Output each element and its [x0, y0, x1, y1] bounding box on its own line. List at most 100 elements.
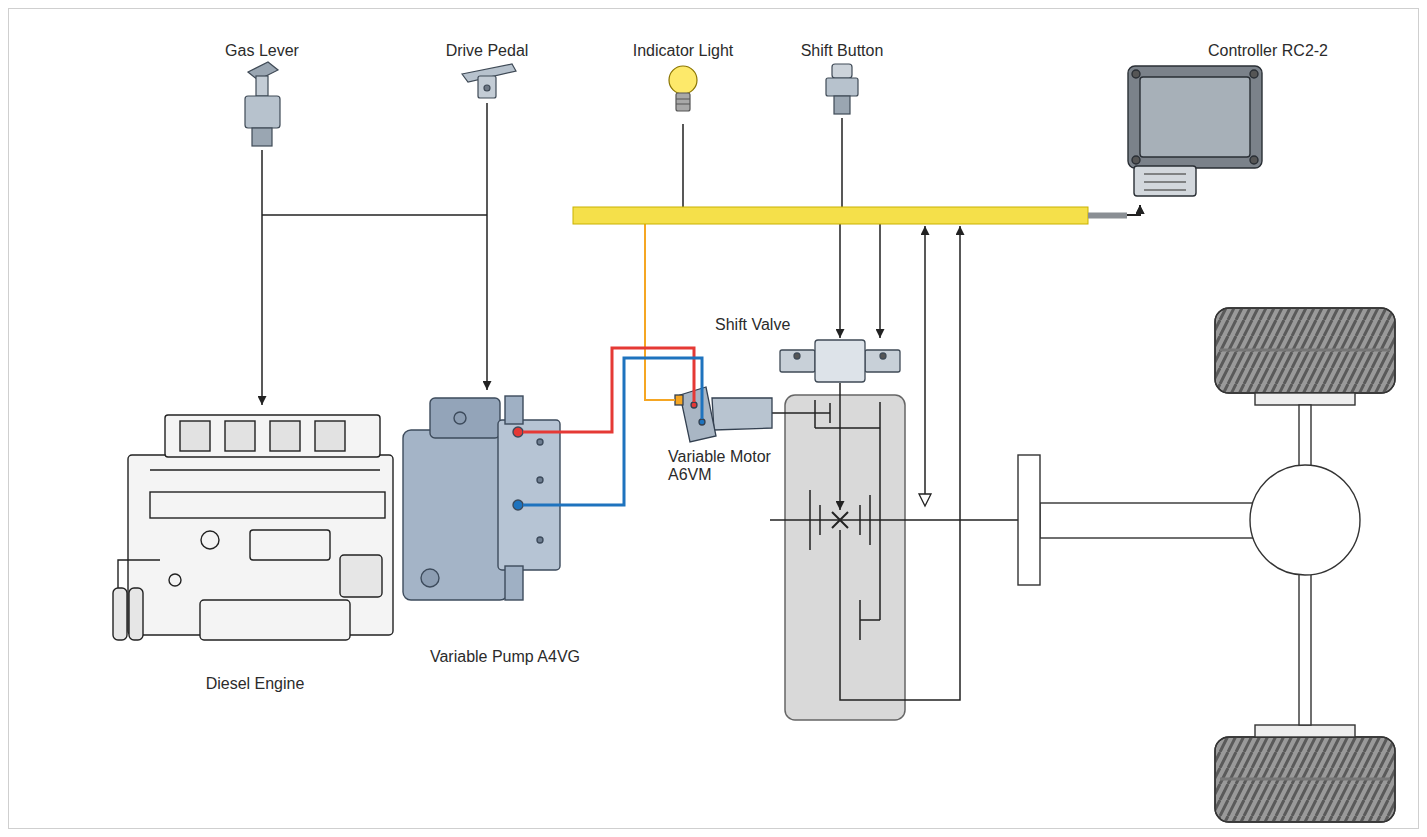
variable-pump-illustration-part: [513, 427, 523, 437]
controller-icon-part: [1128, 66, 1262, 168]
component-node: Diesel Engine: [110, 405, 400, 700]
control-wire: [840, 205, 1140, 338]
controller-cable: [1088, 213, 1127, 219]
diesel-engine-illustration-part: [315, 421, 345, 451]
controller-icon: [1128, 66, 1262, 196]
component-label: Drive Pedal: [446, 42, 529, 60]
signal-wire: [683, 124, 1140, 215]
diesel-engine-illustration-part: [250, 530, 330, 560]
shift-button-icon-part: [826, 78, 858, 96]
variable-pump-illustration-part: [403, 430, 508, 600]
diesel-engine-illustration-part: [113, 588, 127, 640]
pressure-line-stub: [523, 431, 600, 434]
variable-pump-illustration-part: [430, 398, 500, 438]
component-label: Variable Pump A4VG: [430, 648, 580, 666]
return-port-stub: [701, 385, 704, 419]
motor-illustration-part: [675, 395, 683, 405]
diesel-engine-illustration-part: [165, 415, 380, 457]
diesel-engine-illustration-part: [201, 531, 219, 549]
controller-icon-part: [1144, 174, 1186, 190]
controller-icon-part: [1140, 77, 1250, 157]
axle-illustration-part: [1215, 308, 1395, 393]
speed-signal-line: [924, 226, 926, 494]
control-wire: [880, 205, 1140, 338]
pedal-link: [486, 103, 488, 390]
gearbox-illustration-part: [772, 412, 830, 414]
diesel-engine-illustration-part: [180, 421, 210, 451]
axle-illustration-part: [1220, 778, 1390, 781]
shift-button-icon-part: [834, 96, 850, 114]
gearbox-illustration-part: [832, 512, 848, 528]
axle-illustration: [1018, 308, 1395, 822]
shift-valve-icon-part: [880, 353, 886, 359]
gas-lever-icon-part: [256, 76, 268, 96]
variable-pump-illustration-part: [513, 500, 523, 510]
throttle-link: [261, 150, 263, 405]
diesel-engine-illustration-part: [200, 600, 350, 640]
controller-icon-part: [1134, 166, 1196, 196]
drive-pedal-icon: [462, 64, 516, 98]
variable-pump-illustration-part: [537, 477, 543, 483]
throttle-linkage: [262, 214, 487, 216]
controller-icon-part: [1132, 70, 1140, 78]
component-label: Gas Lever: [225, 42, 299, 60]
return-line-stub: [523, 504, 600, 507]
variable-pump-illustration-part: [505, 566, 523, 600]
component-label: Variable Motor A6VM: [668, 448, 776, 484]
speed-sensor-symbol: [919, 494, 931, 506]
component-node: Gas Lever: [215, 38, 310, 150]
gas-lever-icon-part: [252, 128, 272, 146]
component-node: Shift Button: [782, 38, 902, 118]
motor-illustration-part: [699, 419, 705, 425]
gas-lever-icon-part: [245, 96, 280, 128]
shift-valve-icon-part: [865, 350, 900, 372]
axle-illustration-part: [1255, 725, 1355, 737]
diesel-engine-illustration-part: [225, 421, 255, 451]
variable-pump-illustration-part: [421, 569, 439, 587]
indicator-bulb-icon-part: [676, 93, 690, 111]
gearbox-illustration-part: [785, 395, 905, 720]
diesel-engine-illustration-part: [150, 492, 385, 518]
shift-valve-icon-part: [815, 340, 865, 382]
indicator-bulb-icon-part: [669, 66, 697, 94]
component-node: Variable Motor A6VM: [665, 385, 780, 488]
gearbox-illustration-part: [770, 519, 1018, 521]
shift-button-icon-part: [832, 64, 852, 78]
gas-lever-icon: [245, 62, 280, 146]
diesel-engine-illustration-part: [340, 555, 382, 597]
diesel-engine-illustration-part: [129, 588, 143, 640]
motor-sensor-stub: [665, 399, 675, 401]
drive-pedal-icon-part: [478, 76, 496, 98]
axle-illustration-part: [1018, 455, 1040, 585]
gearbox-illustration-part: [815, 400, 830, 428]
drive-pedal-icon-part: [484, 85, 490, 91]
component-node: Variable Pump A4VG: [400, 390, 600, 670]
axle-illustration-part: [1250, 465, 1360, 575]
frame: [9, 9, 1419, 829]
pressure-port-stub: [693, 385, 696, 402]
axle-illustration-part: [1215, 737, 1395, 822]
axle-illustration-part: [1220, 349, 1390, 352]
variable-pump-illustration: [403, 396, 560, 600]
gearbox-illustration: [770, 395, 1018, 720]
variable-pump-illustration-part: [498, 420, 560, 570]
component-label: Controller RC2-2: [1208, 42, 1328, 60]
component-node: Indicator Light: [615, 38, 751, 124]
indicator-bulb-icon: [669, 66, 697, 111]
axle-illustration-part: [1215, 737, 1395, 822]
component-label: Shift Valve: [715, 316, 790, 334]
component-node: Drive Pedal: [432, 38, 542, 103]
can-bus-bar: [573, 207, 1088, 224]
component-label: Indicator Light: [633, 42, 734, 60]
motor-illustration-part: [712, 398, 772, 430]
component-label: Diesel Engine: [206, 675, 305, 693]
sensor-wire: [645, 205, 1140, 400]
diesel-engine-illustration-part: [169, 574, 181, 586]
signal-wire: [842, 118, 1140, 215]
component-node: Controller RC2-2: [1110, 38, 1335, 205]
